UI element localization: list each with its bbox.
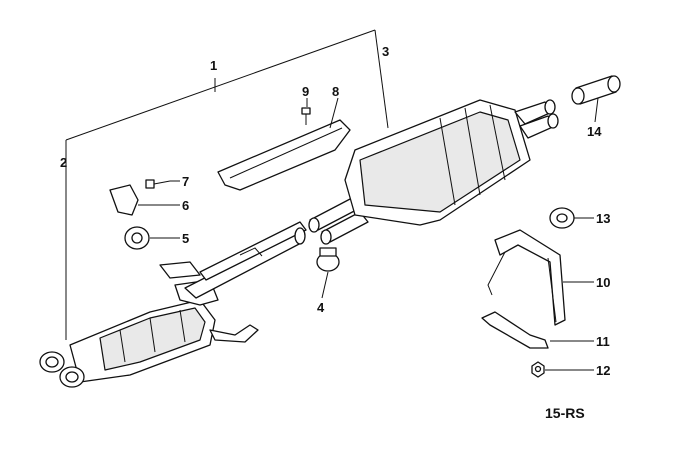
- callout-13: 13: [596, 211, 610, 226]
- heat-shield: [217, 119, 351, 191]
- bolt: [145, 179, 171, 189]
- rear-silencer: [344, 99, 559, 226]
- rubber-mount: [124, 226, 150, 250]
- callout-11: 11: [596, 334, 610, 349]
- callout-12: 12: [596, 363, 610, 378]
- callout-10: 10: [596, 275, 610, 290]
- intermediate-pipes: [159, 221, 307, 299]
- callout-5: 5: [182, 231, 189, 246]
- leader-lines: [138, 97, 599, 371]
- callout-14: 14: [587, 124, 602, 139]
- hanger-bracket: [487, 229, 566, 326]
- callout-1: 1: [210, 58, 217, 73]
- tailpipe-trim: [571, 75, 621, 105]
- front-catalytic-pipe: [39, 279, 259, 388]
- rubber-ring: [549, 207, 575, 229]
- silencer-inlet-pipes: [308, 197, 369, 245]
- screw: [301, 107, 311, 125]
- callout-2: 2: [60, 155, 67, 170]
- callout-4: 4: [317, 300, 325, 315]
- bracket-clip: [109, 184, 139, 216]
- hex-nut: [531, 361, 545, 378]
- diagram-reference-code: 15-RS: [545, 405, 585, 421]
- pipe-clamp: [316, 247, 340, 272]
- callout-3: 3: [382, 44, 389, 59]
- callout-6: 6: [182, 198, 189, 213]
- support-strap: [481, 311, 549, 349]
- callout-8: 8: [332, 84, 339, 99]
- callout-7: 7: [182, 174, 189, 189]
- assembly-bracket: [65, 29, 389, 340]
- callout-9: 9: [302, 84, 309, 99]
